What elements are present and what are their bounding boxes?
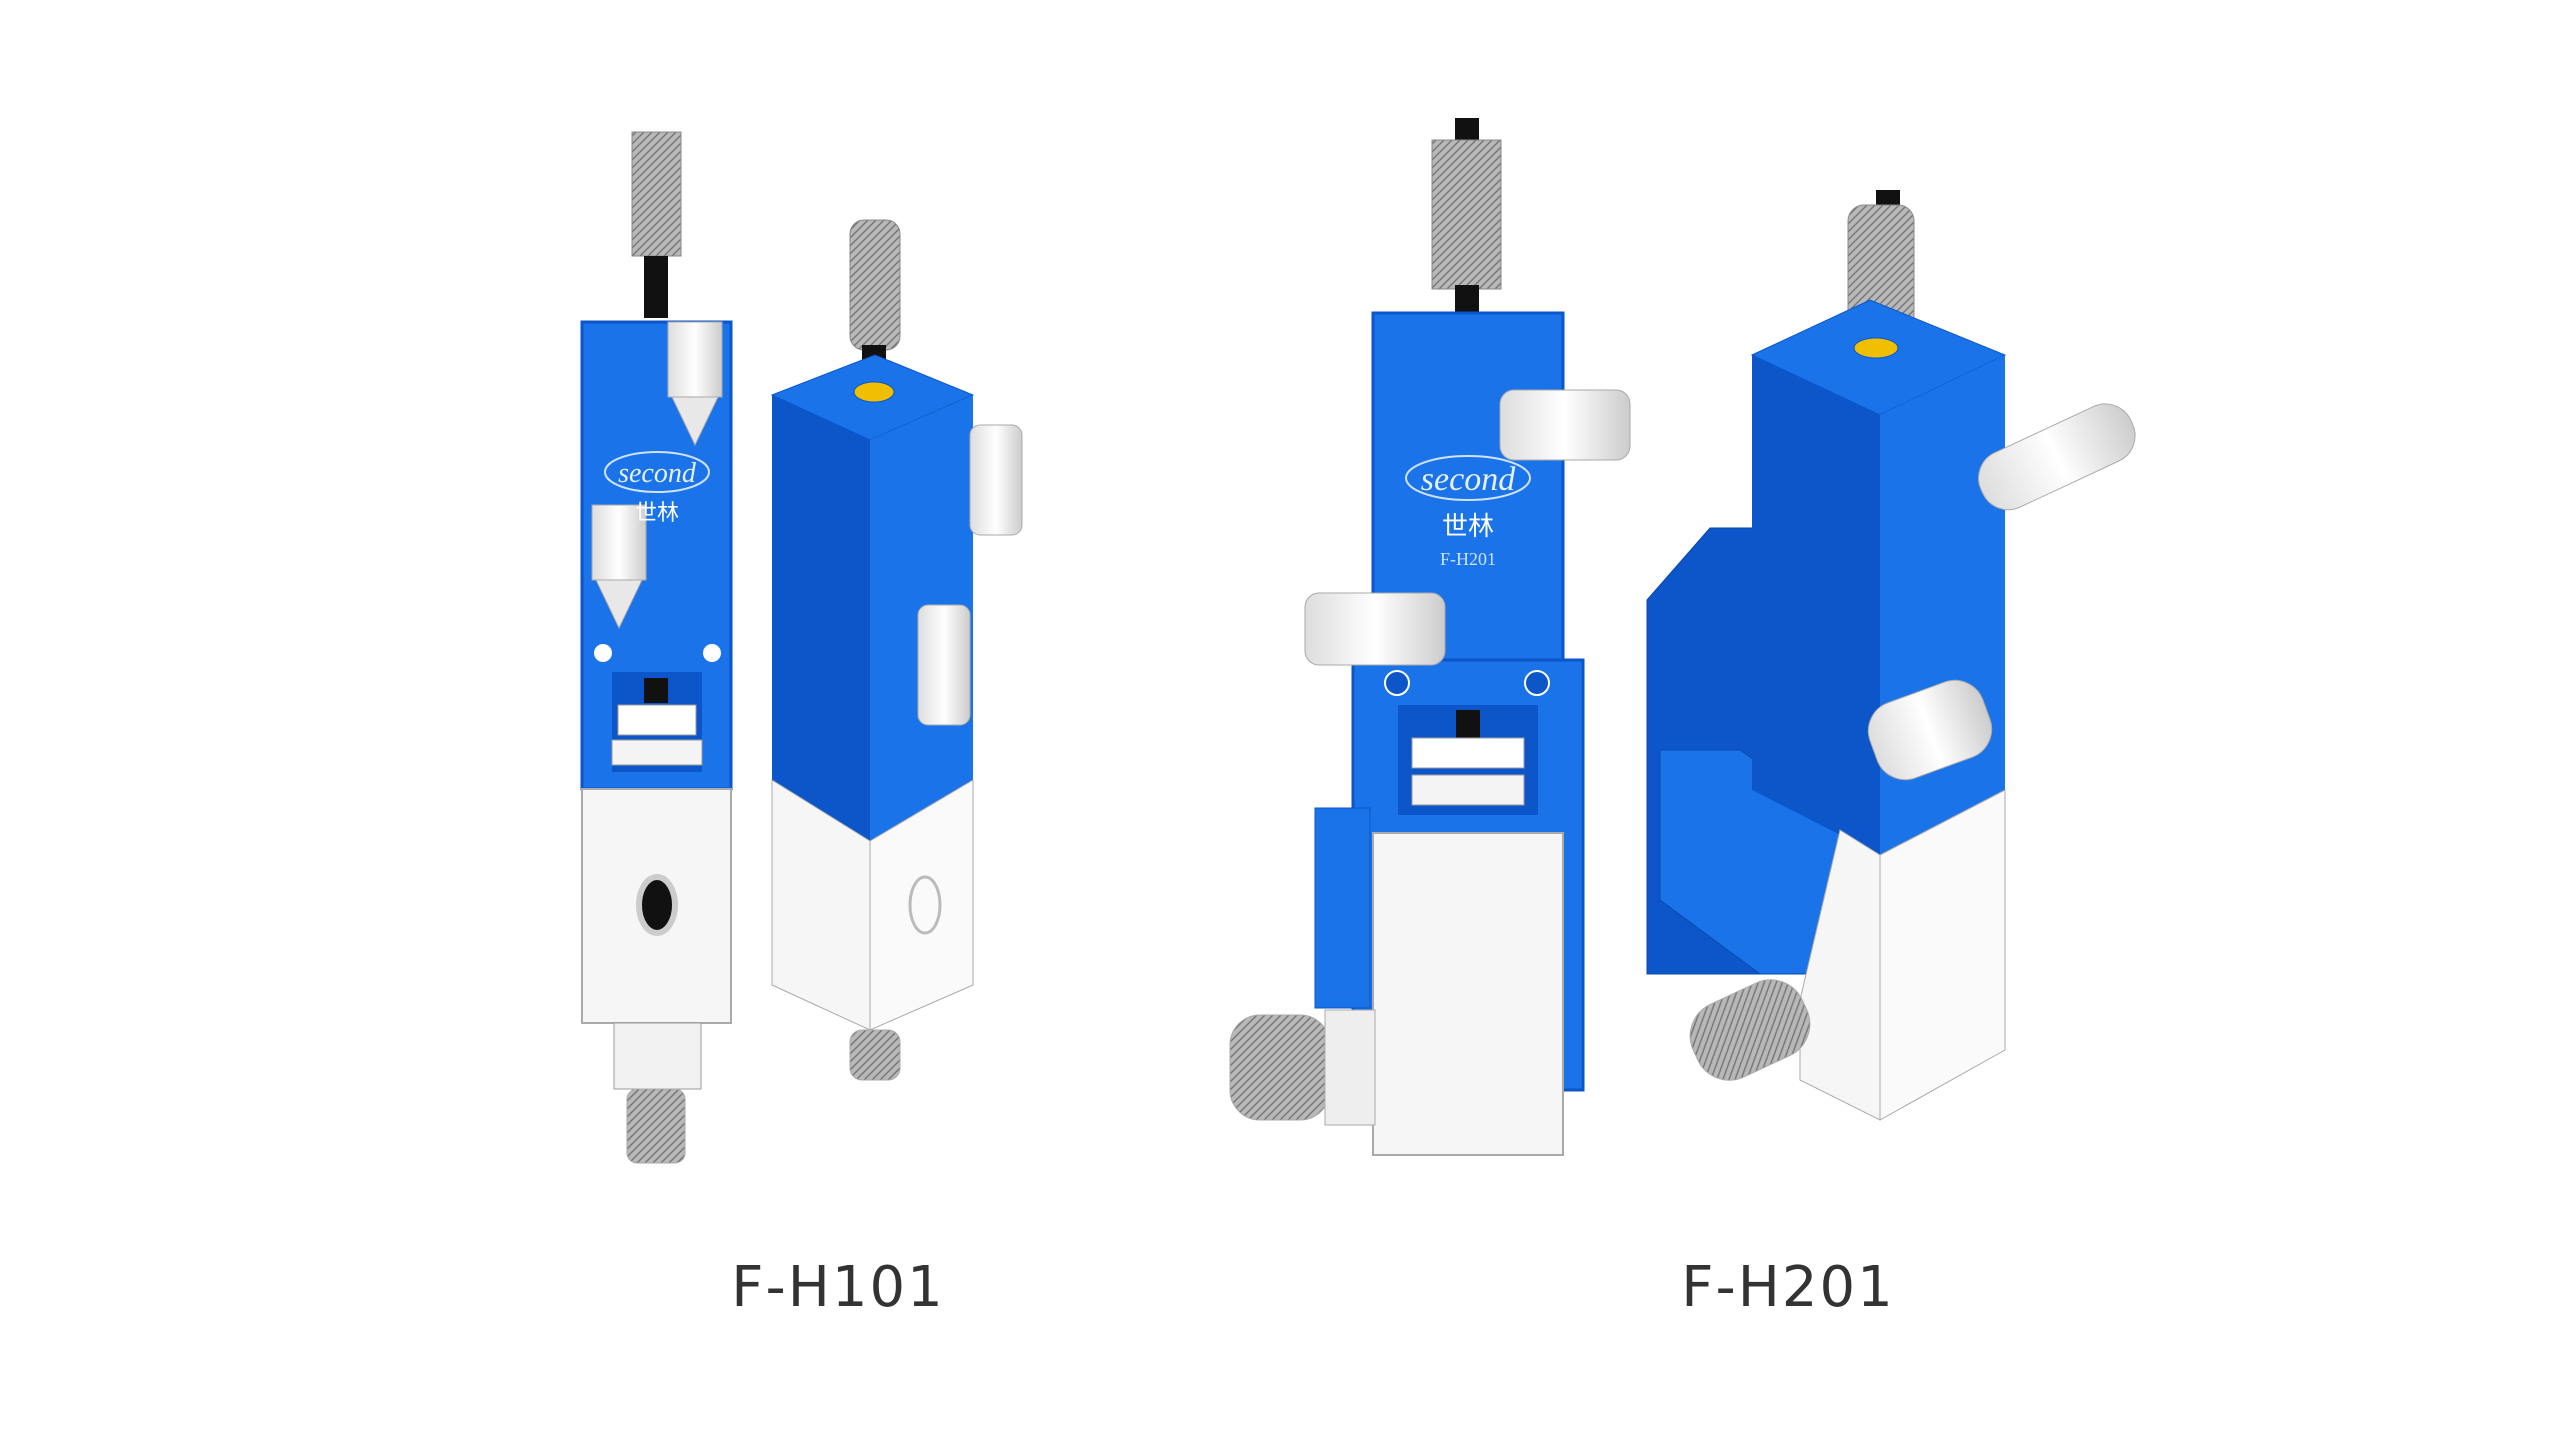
svg-text:second: second <box>618 458 697 489</box>
air-fitting <box>917 604 971 726</box>
air-fitting <box>1867 679 1993 781</box>
air-fitting <box>969 424 1023 536</box>
air-fitting <box>591 504 647 581</box>
air-fitting <box>1499 389 1631 461</box>
valve-f-h101-front: second 世林 <box>580 131 733 1164</box>
rod <box>644 256 668 318</box>
logo <box>604 451 710 493</box>
product-label-f-h101: F-H101 <box>731 1255 945 1320</box>
logo <box>1405 455 1531 501</box>
white-body <box>1372 832 1564 1156</box>
air-fitting <box>667 321 723 398</box>
nozzle <box>626 1088 686 1164</box>
valve-f-h201-iso <box>1646 190 2136 1121</box>
air-fitting <box>1304 592 1446 666</box>
svg-text:F-H201: F-H201 <box>1440 549 1496 569</box>
svg-text:世林: 世林 <box>1442 512 1494 542</box>
svg-text:second: second <box>1421 461 1516 498</box>
valve-f-h101-iso <box>770 219 1023 1081</box>
svg-text:世林: 世林 <box>635 501 679 526</box>
elbow-fitting <box>1978 403 2136 511</box>
knurled-knob <box>631 131 682 257</box>
valve-f-h201-front: second 世林 F-H201 <box>1229 118 1631 1156</box>
product-label-f-h201: F-H201 <box>1681 1255 1895 1320</box>
